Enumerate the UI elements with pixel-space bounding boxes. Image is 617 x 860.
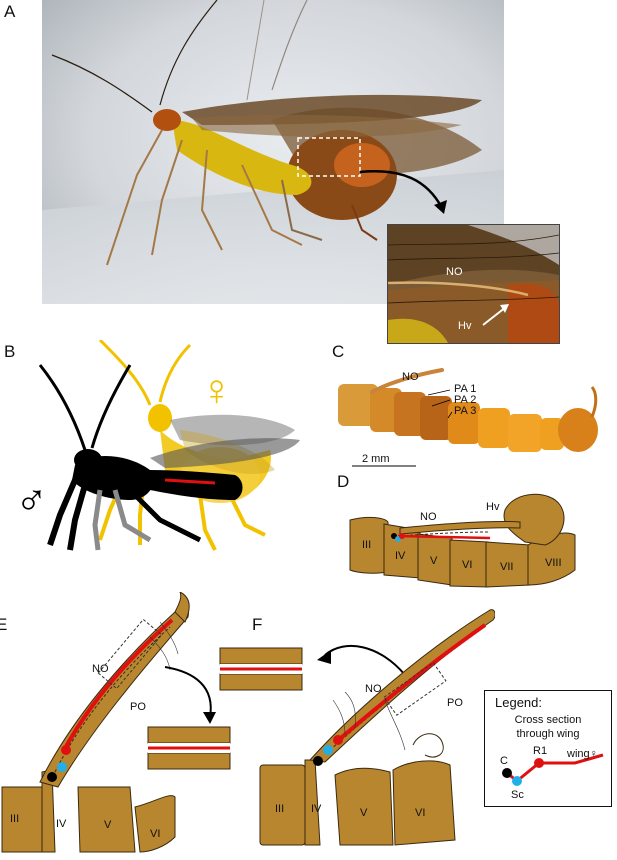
- panel-d-label: D: [337, 472, 350, 491]
- legend-r1-label: R1: [533, 745, 547, 757]
- d-seg-iii: III: [362, 539, 371, 551]
- c-pa2-label: PA 2: [454, 394, 476, 406]
- f-seg-iii: III: [275, 803, 284, 815]
- panel-c-photo: NO PA 1 PA 2 PA 3: [330, 362, 610, 472]
- f-seg-iv: IV: [311, 803, 322, 815]
- inset-no-label: NO: [446, 266, 463, 278]
- d-seg-iv: IV: [395, 550, 406, 562]
- e-po-label: PO: [130, 701, 146, 713]
- panel-a-inset-photo: NO Hv: [387, 224, 560, 344]
- panel-b-label: B: [4, 342, 16, 361]
- legend-c-label: C: [500, 755, 508, 767]
- f-seg-v: V: [360, 807, 368, 819]
- d-seg-viii: VIII: [545, 557, 562, 569]
- panel-f-label: F: [252, 615, 263, 634]
- d-seg-vii: VII: [500, 561, 513, 573]
- d-seg-v: V: [430, 555, 438, 567]
- panel-e-label: E: [0, 615, 8, 634]
- d-hv-label: Hv: [486, 501, 500, 513]
- legend-subtitle-line2: through wing: [516, 728, 580, 740]
- c-pa1-label: PA 1: [454, 383, 476, 395]
- d-seg-vi: VI: [462, 559, 472, 571]
- legend-subtitle-line1: Cross section: [514, 714, 582, 726]
- panel-e-diagram: NO PO III IV V VI: [0, 590, 235, 855]
- c-scale-bar-label: 2 mm: [362, 453, 390, 465]
- legend-title: Legend:: [495, 695, 542, 710]
- legend-sc-label: Sc: [511, 789, 524, 801]
- legend-box: Legend: Cross section through wing C Sc …: [484, 690, 612, 807]
- e-seg-iii: III: [10, 813, 19, 825]
- male-symbol: ♂: [15, 476, 48, 525]
- f-seg-vi: VI: [415, 807, 425, 819]
- d-no-label: NO: [420, 511, 437, 523]
- panel-c-label: C: [332, 342, 345, 361]
- legend-wing-label: wing♀: [566, 748, 598, 760]
- panel-f-diagram: NO PO III IV V VI: [215, 600, 496, 855]
- female-symbol: ♀: [200, 366, 233, 415]
- f-po-label: PO: [447, 697, 463, 709]
- panel-d-diagram: NO Hv III IV V VI VII VIII: [340, 490, 580, 600]
- inset-hv-label: Hv: [458, 320, 472, 332]
- c-no-label: NO: [402, 371, 419, 383]
- c-pa3-label: PA 3: [454, 405, 476, 417]
- e-seg-iv: IV: [56, 818, 67, 830]
- e-seg-vi: VI: [150, 828, 160, 840]
- e-no-label: NO: [92, 663, 109, 675]
- panel-b-illustration: ♂ ♀: [0, 338, 310, 555]
- panel-a-label: A: [4, 2, 16, 21]
- e-seg-v: V: [104, 819, 112, 831]
- f-no-label: NO: [365, 683, 382, 695]
